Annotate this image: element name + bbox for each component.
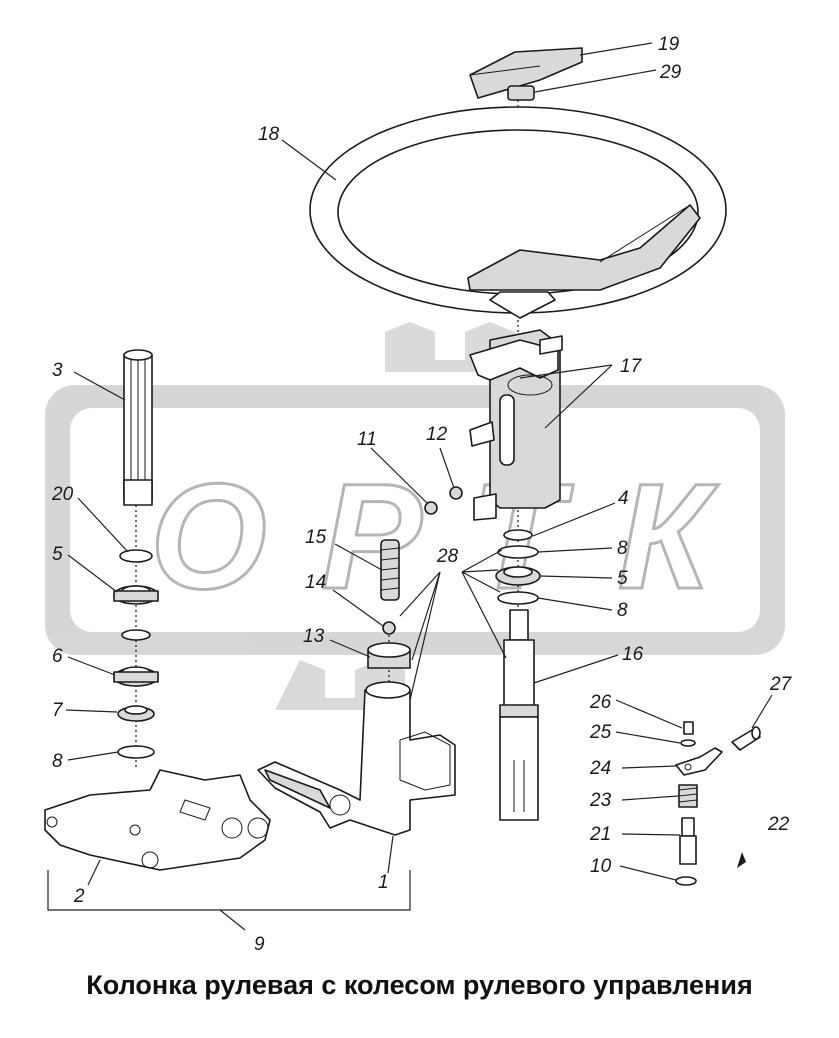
callout-24: 24: [589, 758, 611, 779]
part-22-arrow: [737, 852, 746, 868]
callout-20: 20: [51, 484, 74, 505]
callout-26: 26: [589, 692, 612, 713]
callout-1: 1: [378, 872, 389, 893]
part-19-cover: [469, 47, 583, 99]
callout-16: 16: [622, 644, 644, 665]
part-29-nut: [507, 85, 535, 101]
part-16-shaft: [499, 609, 539, 821]
part-1-housing: [257, 681, 456, 836]
part-21-pin: [679, 817, 697, 865]
callout-29: 29: [659, 62, 682, 83]
callout-12: 12: [426, 424, 448, 445]
callout-13: 13: [303, 626, 325, 647]
part-14-ball: [382, 621, 396, 635]
callout-15: 15: [305, 527, 327, 548]
callout-25: 25: [589, 722, 612, 743]
part-24-lever: [675, 747, 723, 776]
part-11-ball: [424, 501, 438, 515]
callout-18: 18: [258, 124, 280, 145]
callout-23: 23: [589, 790, 612, 811]
callout-4: 4: [618, 488, 629, 509]
callout-5-right: 5: [617, 568, 628, 589]
callout-7: 7: [52, 700, 64, 721]
callout-3: 3: [52, 360, 63, 381]
group-9-bracket: [47, 870, 411, 931]
part-13-ring: [367, 642, 411, 669]
callout-11: 11: [357, 429, 377, 450]
callout-5-left: 5: [52, 544, 63, 565]
watermark-logo: [45, 322, 785, 710]
callout-22: 22: [767, 814, 790, 835]
callout-labels: 19 29 18 3 17 11 12 20 4 15 28 8 5 5 14 …: [51, 34, 793, 955]
callout-17: 17: [620, 356, 643, 377]
part-25-washer: [680, 739, 696, 747]
diagram-caption: Колонка рулевая с колесом рулевого управ…: [86, 970, 753, 1000]
part-12-ball: [449, 486, 463, 500]
leader-lines: [65, 42, 773, 886]
part-2-bracket: [44, 769, 271, 871]
callout-8-right-bottom: 8: [617, 600, 628, 621]
right-bearing-stack: [495, 529, 541, 605]
part-27-pin: [731, 726, 761, 751]
callout-8-right-top: 8: [617, 538, 628, 559]
part-18-steering-wheel: [309, 106, 727, 319]
callout-21: 21: [589, 824, 611, 845]
part-3-splined-shaft: [123, 349, 153, 506]
callout-9: 9: [254, 934, 265, 955]
callout-10: 10: [590, 856, 612, 877]
part-23-spring: [678, 784, 698, 808]
callout-6: 6: [52, 646, 63, 667]
left-bearing-stack: [113, 549, 159, 759]
callout-8-left: 8: [52, 751, 63, 772]
callout-14: 14: [305, 572, 326, 593]
callout-19: 19: [658, 34, 680, 55]
part-15-spring: [380, 539, 400, 601]
part-26-screw: [683, 721, 694, 735]
part-10-ring: [675, 876, 697, 886]
callout-28: 28: [436, 546, 459, 567]
callout-27: 27: [769, 674, 793, 695]
callout-2: 2: [73, 886, 85, 907]
